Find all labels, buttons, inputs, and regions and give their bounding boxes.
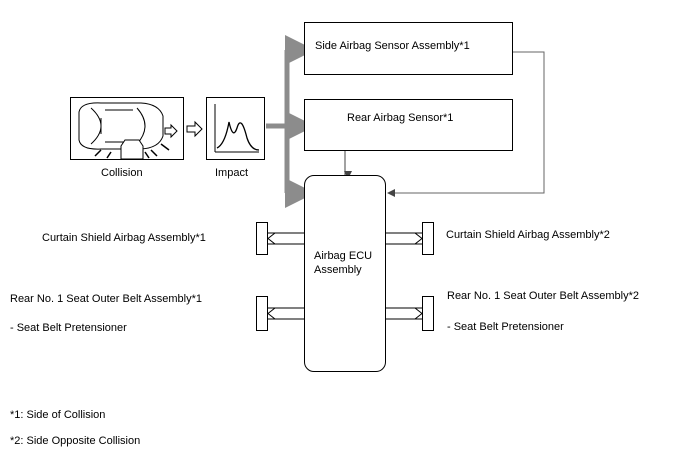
airbag-ecu-label-line1: Airbag ECU	[314, 250, 373, 262]
side-airbag-sensor-box: Side Airbag Sensor Assembly*1	[304, 22, 513, 75]
airbag-ecu-box: Airbag ECU Assembly	[304, 175, 386, 372]
footnote-1: *1: Side of Collision	[10, 409, 106, 421]
impact-label: Impact	[215, 167, 249, 179]
curtain-left-label: Curtain Shield Airbag Assembly*1	[42, 232, 206, 244]
belt-left-device	[256, 296, 268, 331]
belt-right-sublabel: - Seat Belt Pretensioner	[447, 321, 564, 333]
side-airbag-sensor-label: Side Airbag Sensor Assembly*1	[315, 40, 470, 52]
curtain-right-connector	[386, 232, 423, 245]
belt-right-device	[422, 296, 434, 331]
car-collision-icon	[78, 102, 178, 160]
collision-label: Collision	[101, 167, 143, 179]
curtain-left-device	[256, 222, 268, 255]
impact-signal-arrows	[266, 35, 315, 208]
rear-airbag-sensor-box: Rear Airbag Sensor*1	[304, 99, 513, 151]
impact-graph	[206, 97, 265, 160]
collision-to-impact-arrow	[186, 120, 203, 138]
curtain-left-connector	[267, 232, 304, 245]
collision-image	[70, 97, 184, 160]
footnote-2: *2: Side Opposite Collision	[10, 435, 141, 447]
belt-right-label: Rear No. 1 Seat Outer Belt Assembly*2	[447, 290, 639, 302]
belt-left-connector	[267, 307, 304, 320]
airbag-ecu-label-line2: Assembly	[314, 264, 362, 276]
belt-left-sublabel: - Seat Belt Pretensioner	[10, 322, 127, 334]
rear-airbag-sensor-label: Rear Airbag Sensor*1	[347, 112, 454, 124]
impact-waveform-icon	[214, 104, 260, 153]
curtain-right-label: Curtain Shield Airbag Assembly*2	[446, 229, 610, 241]
belt-left-label: Rear No. 1 Seat Outer Belt Assembly*1	[10, 293, 202, 305]
side-sensor-to-ecu-line	[387, 51, 545, 197]
curtain-right-device	[422, 222, 434, 255]
belt-right-connector	[386, 307, 423, 320]
